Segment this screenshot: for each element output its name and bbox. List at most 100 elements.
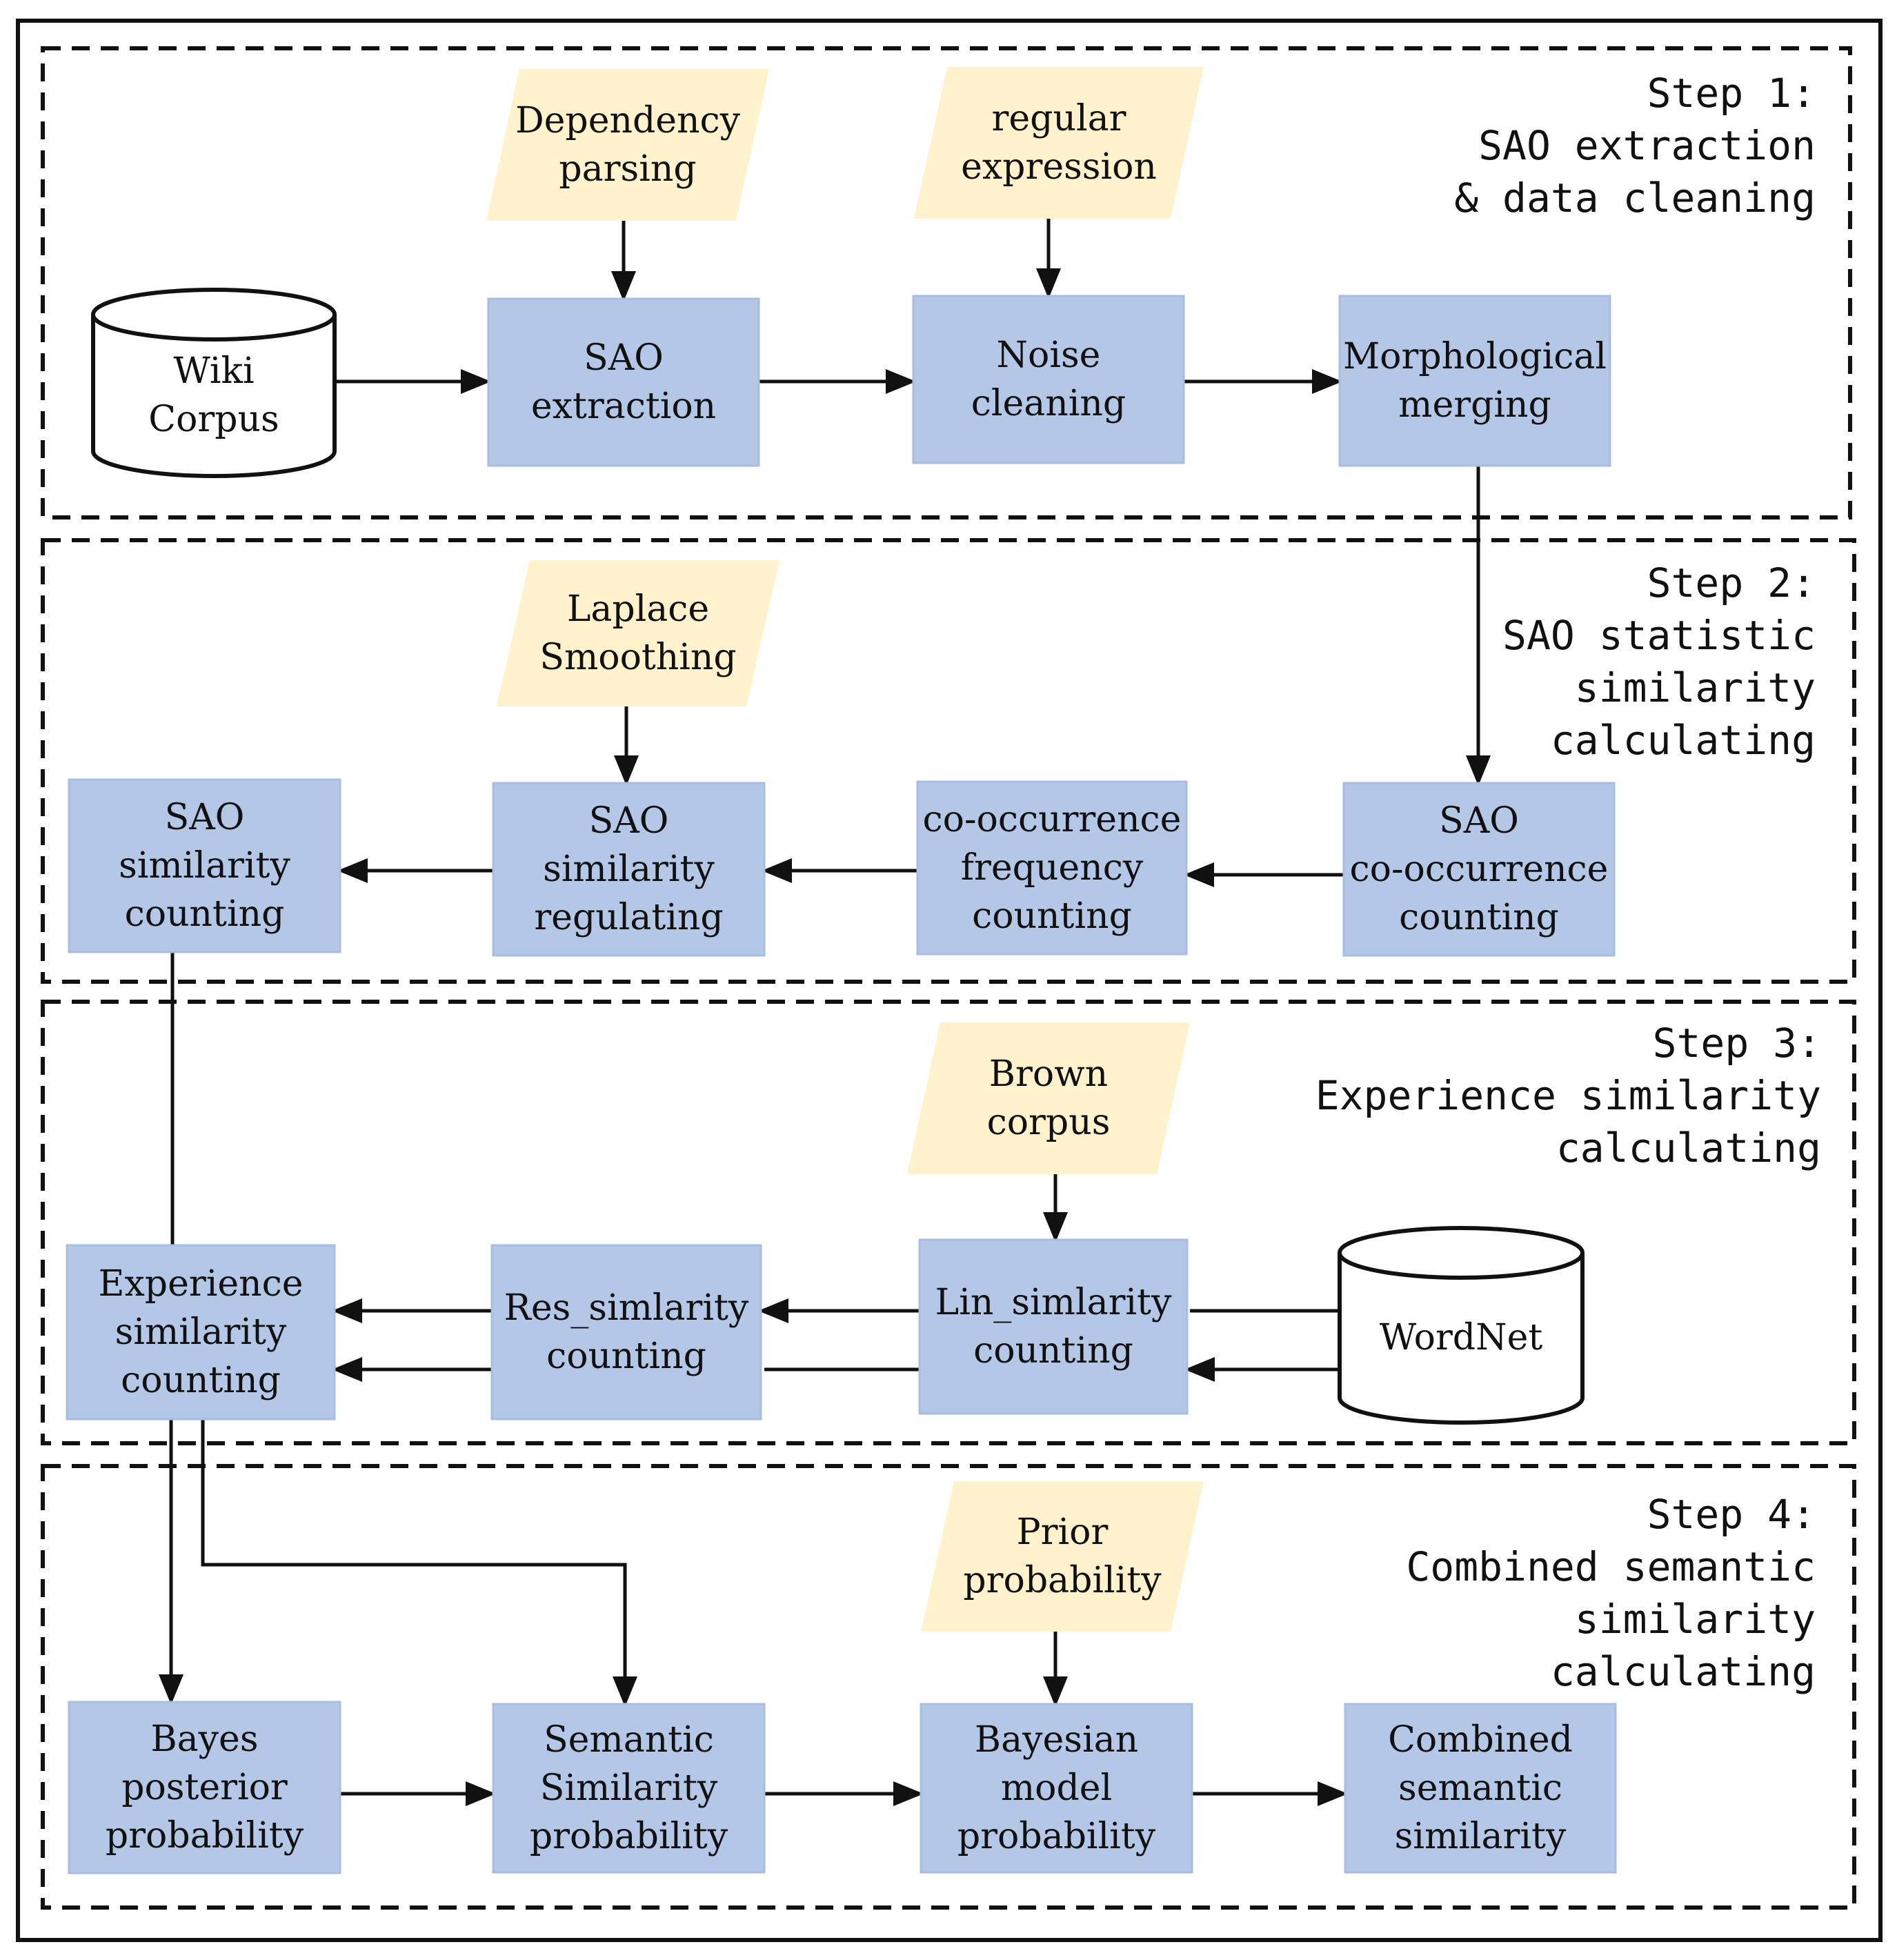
brown-corpus-parallelogram <box>907 1022 1190 1174</box>
experience-similarity-counting-box <box>66 1244 336 1420</box>
cooccurrence-frequency-counting-label-line: counting <box>972 895 1132 937</box>
step-label-line: Step 2: <box>1647 560 1816 606</box>
sao-cooccurrence-counting-label-line: counting <box>1399 897 1559 938</box>
bayes-posterior-probability-label-line: probability <box>106 1815 304 1857</box>
step-label-line: Step 1: <box>1647 70 1816 117</box>
noise-cleaning-label-line: Noise <box>997 335 1101 376</box>
sao-similarity-counting-label-line: counting <box>125 893 285 935</box>
res-similarity-counting-box <box>490 1244 762 1420</box>
experience-similarity-counting-label-line: similarity <box>115 1311 287 1353</box>
step-label-line: Step 4: <box>1647 1491 1816 1538</box>
brown-corpus-label-line: Brown <box>989 1053 1108 1095</box>
combined-semantic-similarity-label-line: similarity <box>1395 1816 1567 1857</box>
dependency-parsing-parallelogram <box>486 69 769 221</box>
combined-semantic-similarity-box <box>1344 1703 1617 1874</box>
wordnet-node: WordNet <box>1338 1226 1585 1425</box>
edges-layer <box>159 219 1491 1806</box>
lin-similarity-counting-label-line: counting <box>973 1330 1133 1372</box>
sao-cooccurrence-counting-label-line: co-occurrence <box>1350 849 1609 890</box>
sao-similarity-regulating-node: SAO similarity regulating <box>492 782 766 957</box>
step-region-2 <box>41 538 1856 984</box>
dependency-parsing-node: Dependency parsing <box>486 69 769 221</box>
step-label-3: Step 3: Experience similarity calculating <box>1315 1020 1821 1171</box>
wordnet-cylinder-body <box>1338 1253 1585 1425</box>
sao-similarity-regulating-label-line: similarity <box>543 849 715 890</box>
bayesian-model-probability-label-line: probability <box>957 1816 1156 1857</box>
step-label-line: calculating <box>1551 717 1816 764</box>
step-label-2: Step 2: SAO statistic similarity calculatin… <box>1502 560 1816 764</box>
step-region-3 <box>41 1000 1856 1445</box>
step-region-4 <box>41 1464 1856 1910</box>
sao-extraction-label-line: extraction <box>531 386 716 427</box>
step-region-1 <box>41 46 1852 519</box>
experience-similarity-counting-label-line: Experience <box>99 1263 304 1305</box>
wiki-corpus-label-line: Corpus <box>148 399 279 440</box>
bayesian-model-probability-label-line: model <box>1001 1768 1112 1809</box>
step-label-4: Step 4:Combined semanticsimilaritycalcul… <box>1406 1491 1816 1695</box>
step-labels-layer: Step 1:SAO extraction& data cleaningStep… <box>1315 70 1821 1695</box>
combined-semantic-similarity-label-line: semantic <box>1398 1768 1562 1809</box>
step-label-line: Experience similarity <box>1315 1072 1821 1119</box>
laplace-smoothing-label-line: Laplace <box>567 588 709 630</box>
lin-similarity-counting-label-line: Lin_simlarity <box>935 1282 1172 1323</box>
nodes-layer: WikiCorpusDependencyparsingregularexpres… <box>66 67 1617 1874</box>
outer-frame <box>16 19 1883 1942</box>
step-label-1: Step 1:SAO extraction& data cleaning <box>1454 70 1816 221</box>
wiki-corpus-cylinder-top <box>91 288 337 341</box>
sao-cooccurrence-counting-box <box>1342 782 1616 957</box>
morphological-merging-node: Morphological merging <box>1338 295 1611 467</box>
res-similarity-counting-label-line: counting <box>546 1336 706 1377</box>
step-label-line: calculating <box>1556 1125 1821 1171</box>
step-label-line: Step 3: <box>1653 1020 1821 1067</box>
cooccurrence-frequency-counting-label-line: frequency <box>961 847 1144 889</box>
bayes-posterior-probability-node: Bayes posterior probability <box>68 1701 341 1874</box>
wordnet-cylinder-top <box>1338 1226 1585 1280</box>
step-label-line: similarity <box>1575 664 1816 711</box>
regular-expression-parallelogram <box>914 67 1204 219</box>
sao-similarity-counting-node: SAO similarity counting <box>68 778 341 953</box>
bayes-posterior-probability-label-line: Bayes <box>150 1719 258 1760</box>
edge-experience-similarity-counting-to-semantic-similarity-probability <box>201 1419 637 1707</box>
laplace-smoothing-label-line: Smoothing <box>539 637 736 678</box>
dependency-parsing-label-line: parsing <box>559 148 696 190</box>
cooccurrence-frequency-counting-node: co-occurrence frequency counting <box>916 780 1188 956</box>
sao-similarity-counting-label-line: SAO <box>165 797 245 838</box>
step-label-line: SAO statistic <box>1502 612 1816 659</box>
sao-similarity-regulating-label-line: regulating <box>534 897 723 938</box>
bayesian-model-probability-label-line: Bayesian <box>975 1719 1138 1761</box>
regular-expression-label-line: expression <box>961 146 1157 188</box>
semantic-similarity-probability-label-line: probability <box>530 1816 728 1857</box>
lin-similarity-counting-box <box>918 1238 1189 1415</box>
morphological-merging-label-line: Morphological <box>1343 336 1607 377</box>
prior-probability-label-line: probability <box>963 1560 1162 1601</box>
sao-similarity-regulating-box <box>492 782 766 957</box>
experience-similarity-counting-label-line: counting <box>121 1360 281 1401</box>
sao-similarity-regulating-label-line: SAO <box>589 800 669 842</box>
morphological-merging-label-line: merging <box>1398 384 1551 426</box>
res-similarity-counting-node: Res_simlarity counting <box>490 1244 762 1420</box>
step-label-line: Combined semantic <box>1406 1543 1816 1590</box>
combined-semantic-similarity-node: Combined semantic similarity <box>1344 1703 1617 1874</box>
regular-expression-label-line: regular <box>992 98 1126 139</box>
sao-extraction-label-line: SAO <box>584 337 664 379</box>
morphological-merging-box <box>1338 295 1611 467</box>
semantic-similarity-probability-label-line: Semantic <box>544 1719 714 1761</box>
dependency-parsing-label-line: Dependency <box>515 100 741 141</box>
wiki-corpus-cylinder-body <box>91 315 337 478</box>
cooccurrence-frequency-counting-label-line: co-occurrence <box>923 799 1182 840</box>
sao-cooccurrence-counting-label-line: SAO <box>1439 800 1519 842</box>
semantic-similarity-probability-label-line: Similarity <box>540 1768 718 1809</box>
bayes-posterior-probability-box <box>68 1701 341 1874</box>
bayesian-model-probability-node: Bayesian model probability <box>920 1703 1193 1874</box>
experience-similarity-counting-node: Experience similarity counting <box>66 1244 336 1420</box>
sao-similarity-counting-label-line: similarity <box>119 845 290 887</box>
noise-cleaning-box <box>912 295 1185 464</box>
bayes-posterior-probability-label-line: posterior <box>121 1767 288 1808</box>
combined-semantic-similarity-label-line: Combined <box>1388 1719 1573 1761</box>
res-similarity-counting-label-line: Res_simlarity <box>504 1287 749 1329</box>
